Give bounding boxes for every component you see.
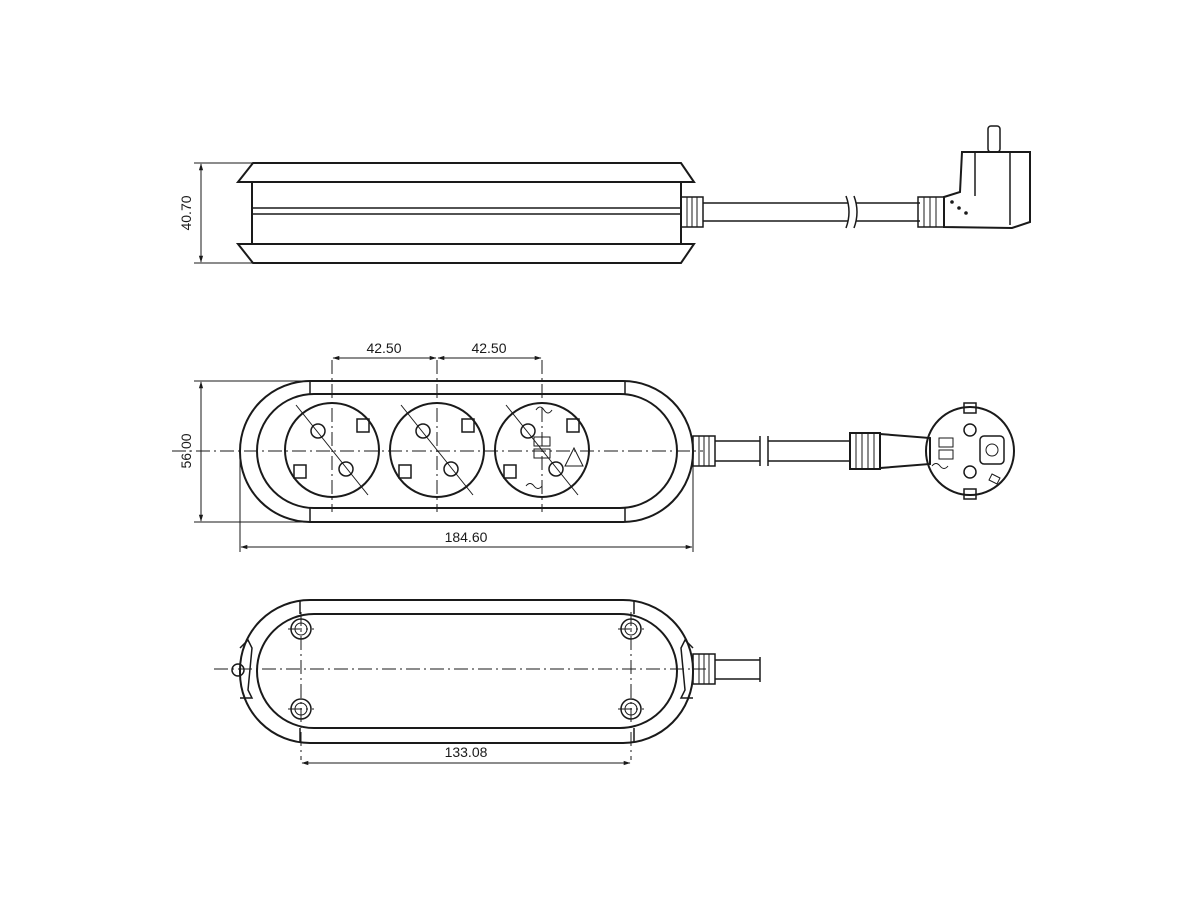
socket-1-earth-clip <box>293 464 307 479</box>
socket-1-earth-clip <box>356 418 370 433</box>
height-dimension-label: 40.70 <box>178 195 194 230</box>
plug-grip-dot <box>985 443 999 457</box>
bottom-view: 133.08 <box>214 599 761 766</box>
plug-earth-contact <box>963 488 977 500</box>
socket-1-pin-hole <box>338 461 354 477</box>
socket-2-pin-hole <box>415 423 431 439</box>
plug-face <box>925 402 1015 500</box>
plug-approval-mark <box>931 463 949 469</box>
pitch-1-dimension-label: 42.50 <box>366 340 401 356</box>
plug-approval-mark <box>938 437 954 448</box>
top-plug-neck <box>879 432 931 470</box>
bottom-housing-inner <box>256 613 678 729</box>
hanging-hole <box>231 663 245 677</box>
side-view: 40.70 <box>178 125 1031 264</box>
plug-earth-contact <box>963 402 977 414</box>
side-plug-body <box>943 151 1031 230</box>
plug-face-rim <box>925 406 1015 496</box>
pitch-2-dimension-label: 42.50 <box>471 340 506 356</box>
side-top-lip <box>235 162 696 183</box>
approval-mark <box>525 483 543 489</box>
top-view: 42.50 42.50 56.00 184.60 <box>172 340 1015 552</box>
plug-pin <box>963 465 977 479</box>
approval-mark <box>535 406 553 414</box>
plug-approval-mark <box>988 473 1001 485</box>
socket-2-earth-clip <box>398 464 412 479</box>
plug-pin <box>963 423 977 437</box>
socket-3-pin-hole <box>548 461 564 477</box>
socket-3-pin-hole <box>520 423 536 439</box>
socket-2-earth-clip <box>461 418 475 433</box>
socket-1-pin-hole <box>310 423 326 439</box>
plug-approval-mark <box>938 449 954 460</box>
side-plug-ribs <box>917 196 945 228</box>
socket-3-earth-clip <box>503 464 517 479</box>
socket-2-pin-hole <box>443 461 459 477</box>
side-plug-pin <box>987 125 1001 153</box>
approval-triangle-mark <box>564 446 584 467</box>
width-dimension-label: 56.00 <box>178 433 194 468</box>
plug-grip-recess <box>979 435 1005 465</box>
top-plug-ribs <box>849 432 881 470</box>
side-body <box>251 181 682 245</box>
hole-spacing-dimension-label: 133.08 <box>445 744 488 760</box>
length-dimension-label: 184.60 <box>445 529 488 545</box>
side-bottom-lip <box>235 243 696 264</box>
socket-3-earth-clip <box>566 418 580 433</box>
